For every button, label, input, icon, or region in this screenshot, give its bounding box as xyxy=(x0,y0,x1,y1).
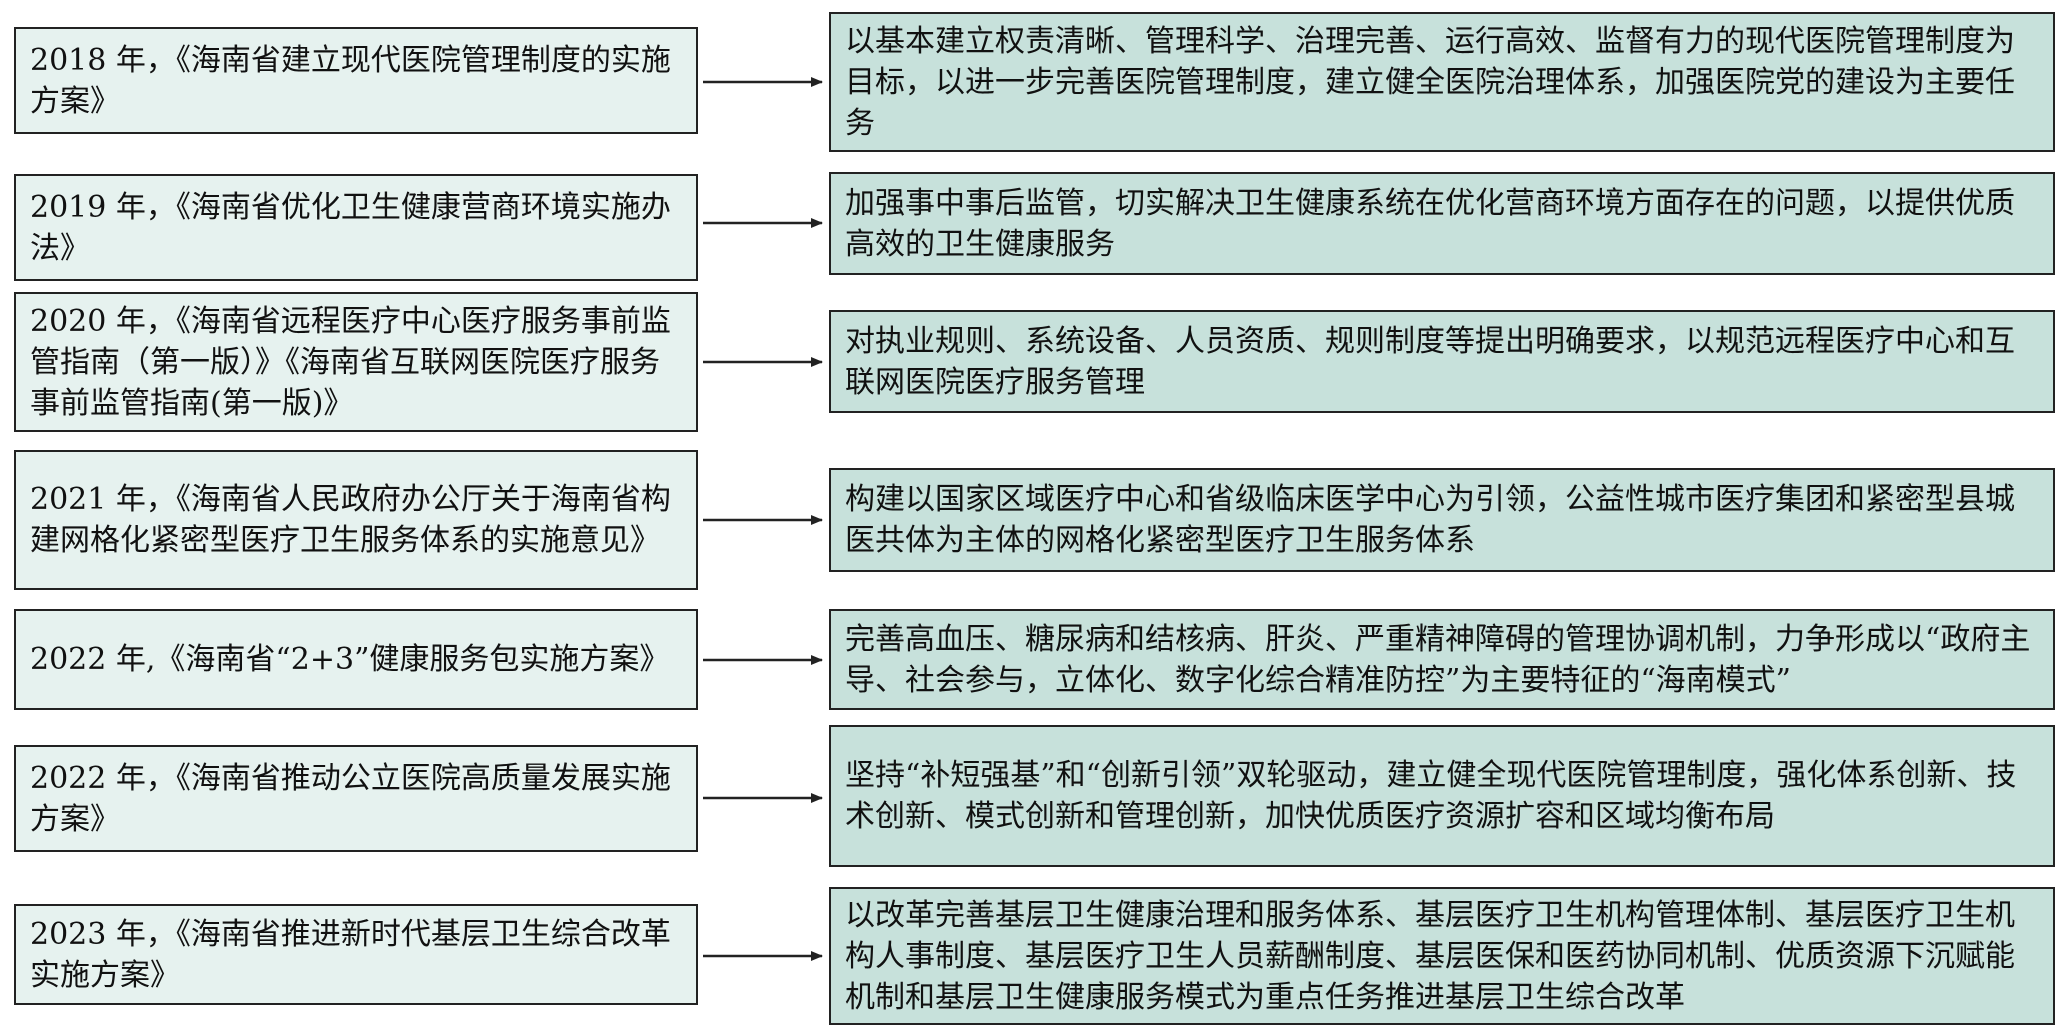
policy-text: 2023 年，《海南省推进新时代基层卫生综合改革实施方案》 xyxy=(30,916,671,993)
description-box-2018: 以基本建立权责清晰、管理科学、治理完善、运行高效、监督有力的现代医院管理制度为目… xyxy=(829,12,2055,152)
description-text: 坚持“补短强基”和“创新引领”双轮驱动，建立健全现代医院管理制度，强化体系创新、… xyxy=(845,758,2017,834)
policy-text: 2019 年，《海南省优化卫生健康营商环境实施办法》 xyxy=(30,189,671,266)
policy-text: 2021 年，《海南省人民政府办公厅关于海南省构建网格化紧密型医疗卫生服务体系的… xyxy=(30,482,671,558)
policy-box-2018: 2018 年，《海南省建立现代医院管理制度的实施方案》 xyxy=(14,27,698,134)
policy-box-2019: 2019 年，《海南省优化卫生健康营商环境实施办法》 xyxy=(14,174,698,281)
description-text: 完善高血压、糖尿病和结核病、肝炎、严重精神障碍的管理协调机制，力争形成以“政府主… xyxy=(845,621,2031,698)
policy-box-2022-public-hospital: 2022 年，《海南省推动公立医院高质量发展实施方案》 xyxy=(14,745,698,852)
policy-text: 2022 年，《海南省推动公立医院高质量发展实施方案》 xyxy=(30,760,671,837)
policy-box-2020: 2020 年，《海南省远程医疗中心医疗服务事前监管指南（第一版）》《海南省互联网… xyxy=(14,292,698,432)
policy-box-2021: 2021 年，《海南省人民政府办公厅关于海南省构建网格化紧密型医疗卫生服务体系的… xyxy=(14,450,698,590)
policy-text: 2020 年，《海南省远程医疗中心医疗服务事前监管指南（第一版）》《海南省互联网… xyxy=(30,303,671,421)
description-box-2021: 构建以国家区域医疗中心和省级临床医学中心为引领，公益性城市医疗集团和紧密型县城医… xyxy=(829,468,2055,572)
policy-box-2023: 2023 年，《海南省推进新时代基层卫生综合改革实施方案》 xyxy=(14,904,698,1005)
description-text: 加强事中事后监管，切实解决卫生健康系统在优化营商环境方面存在的问题，以提供优质高… xyxy=(845,185,2015,262)
description-box-2022-public-hospital: 坚持“补短强基”和“创新引领”双轮驱动，建立健全现代医院管理制度，强化体系创新、… xyxy=(829,725,2055,867)
description-box-2020: 对执业规则、系统设备、人员资质、规则制度等提出明确要求，以规范远程医疗中心和互联… xyxy=(829,310,2055,413)
description-box-2022-health-package: 完善高血压、糖尿病和结核病、肝炎、严重精神障碍的管理协调机制，力争形成以“政府主… xyxy=(829,609,2055,710)
description-text: 以改革完善基层卫生健康治理和服务体系、基层医疗卫生机构管理体制、基层医疗卫生机构… xyxy=(845,897,2015,1015)
policy-text: 2022 年,《海南省“2+3”健康服务包实施方案》 xyxy=(30,642,670,677)
description-box-2019: 加强事中事后监管，切实解决卫生健康系统在优化营商环境方面存在的问题，以提供优质高… xyxy=(829,172,2055,275)
description-text: 构建以国家区域医疗中心和省级临床医学中心为引领，公益性城市医疗集团和紧密型县城医… xyxy=(845,482,2015,558)
description-text: 对执业规则、系统设备、人员资质、规则制度等提出明确要求，以规范远程医疗中心和互联… xyxy=(845,323,2015,400)
policy-box-2022-health-package: 2022 年,《海南省“2+3”健康服务包实施方案》 xyxy=(14,609,698,710)
policy-text: 2018 年，《海南省建立现代医院管理制度的实施方案》 xyxy=(30,42,671,119)
description-text: 以基本建立权责清晰、管理科学、治理完善、运行高效、监督有力的现代医院管理制度为目… xyxy=(845,23,2015,141)
description-box-2023: 以改革完善基层卫生健康治理和服务体系、基层医疗卫生机构管理体制、基层医疗卫生机构… xyxy=(829,887,2055,1025)
